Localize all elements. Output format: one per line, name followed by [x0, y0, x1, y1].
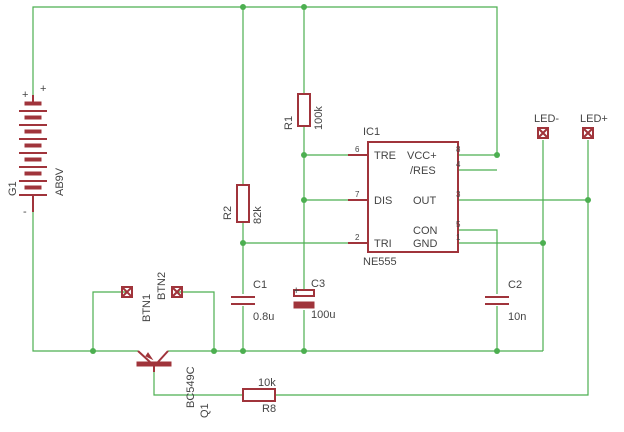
c1-value: 0.8u	[253, 311, 274, 323]
junction	[301, 197, 307, 203]
junction	[240, 4, 246, 10]
button-btn2: BTN2	[156, 272, 183, 300]
junction	[301, 4, 307, 10]
battery-value: AB9V	[54, 167, 66, 196]
ic-pin-label: DIS	[374, 195, 392, 207]
junction	[90, 348, 96, 354]
wire-pin5	[458, 229, 498, 294]
junction	[240, 348, 246, 354]
battery-g1: + + - G1 AB9V	[7, 83, 66, 218]
r8-name: R8	[262, 403, 276, 415]
capacitor-c1: C1 0.8u	[231, 279, 274, 323]
ic-ne555: IC1 NE555 6 TRE 7 DIS 2 TRI 8 VCC+ 4 /RE…	[348, 126, 461, 268]
battery-minus-sign: -	[23, 206, 27, 218]
capacitor-c3: + C3 100u	[293, 278, 335, 321]
led-minus-label: LED-	[534, 113, 559, 125]
r1-name: R1	[283, 116, 295, 130]
junctions	[90, 4, 591, 354]
button-btn1: BTN1	[121, 286, 153, 322]
wire-led-plus	[275, 140, 589, 396]
ic-pin-label: VCC+	[407, 150, 437, 162]
ic-pin-label: TRE	[374, 150, 396, 162]
junction	[240, 240, 246, 246]
led-plus-label: LED+	[580, 113, 608, 125]
resistor-r2: R2 82k	[222, 184, 264, 224]
led-minus-pad: LED-	[534, 113, 559, 139]
ic-pin-number: 7	[355, 190, 360, 199]
capacitor-c2: C2 10n	[485, 279, 526, 323]
btn1-name: BTN1	[141, 294, 153, 322]
c3-plus-sign: +	[293, 285, 299, 297]
q1-name: Q1	[199, 403, 211, 418]
ic-name: IC1	[363, 126, 380, 138]
ic-pin-number: 3	[456, 190, 461, 199]
transistor-q1: BC549C Q1	[136, 350, 211, 418]
junction	[540, 240, 546, 246]
q1-value: BC549C	[185, 366, 197, 408]
battery-plus-sign: +	[22, 89, 28, 101]
c1-name: C1	[253, 279, 267, 291]
ic-pin-number: 2	[355, 233, 360, 242]
ic-pin-number: 5	[456, 220, 461, 229]
junction	[301, 152, 307, 158]
ic-pin-label: CON	[413, 225, 438, 237]
junction	[585, 197, 591, 203]
ic-value: NE555	[363, 256, 397, 268]
junction	[494, 348, 500, 354]
wire-base	[153, 366, 243, 396]
wire-vcc-top	[32, 6, 498, 155]
wire-btn2	[177, 291, 215, 351]
c2-value: 10n	[508, 311, 526, 323]
r2-value: 82k	[252, 206, 264, 224]
c3-name: C3	[311, 278, 325, 290]
ic-pin-label: TRI	[374, 238, 392, 250]
ic-pin-label: /RES	[410, 165, 436, 177]
ic-pin-number: 4	[456, 160, 461, 169]
btn2-name: BTN2	[156, 272, 168, 300]
battery-name: G1	[7, 181, 19, 196]
wire-btn1	[92, 291, 127, 351]
junction	[301, 348, 307, 354]
ic-pin-number: 1	[456, 233, 461, 242]
junction	[211, 348, 217, 354]
c3-value: 100u	[311, 309, 335, 321]
r2-name: R2	[222, 206, 234, 220]
junction	[494, 152, 500, 158]
r8-value: 10k	[258, 377, 276, 389]
ic-pin-label: GND	[413, 238, 438, 250]
wire-gnd-left	[32, 212, 138, 352]
battery-plus-sign: +	[40, 83, 46, 95]
r1-value: 100k	[313, 106, 325, 130]
led-plus-pad: LED+	[580, 113, 608, 139]
wires	[32, 6, 589, 396]
ic-pin-number: 6	[355, 145, 360, 154]
ic-pin-label: OUT	[413, 195, 437, 207]
resistor-r8: 10k R8	[242, 377, 276, 415]
c2-name: C2	[508, 279, 522, 291]
resistor-r1: R1 100k	[283, 93, 325, 130]
ic-pin-number: 8	[456, 145, 461, 154]
